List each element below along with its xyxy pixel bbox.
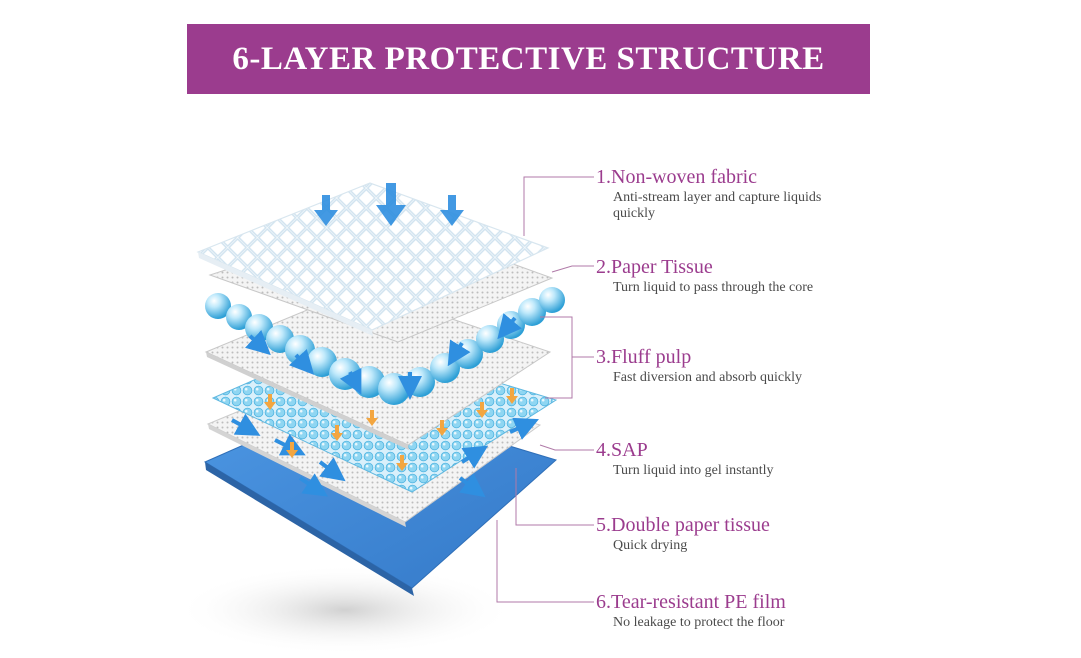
layer-label-5: 5.Double paper tissue Quick drying — [596, 514, 843, 554]
layer-label-4: 4.SAP Turn liquid into gel instantly — [596, 439, 843, 479]
downflow-arrows — [314, 183, 464, 226]
ground-shadow — [175, 565, 515, 655]
connector-lines — [496, 176, 594, 603]
layer-title: 4.SAP — [596, 439, 648, 461]
layer-label-1: 1.Non-woven fabric Anti-stream layer and… — [596, 166, 843, 222]
layer-title: 6.Tear-resistant PE film — [596, 591, 786, 613]
layer-label-3: 3.Fluff pulp Fast diversion and absorb q… — [596, 346, 843, 386]
layer-description: Quick drying — [613, 538, 688, 553]
title-banner: 6-LAYER PROTECTIVE STRUCTURE — [187, 24, 870, 94]
layer-label-6: 6.Tear-resistant PE film No leakage to p… — [596, 591, 843, 631]
layer-title: 3.Fluff pulp — [596, 346, 692, 368]
layer-description: Turn liquid to pass through the core — [613, 280, 814, 295]
layer-description: Fast diversion and absorb quickly — [613, 370, 802, 385]
layer-title: 5.Double paper tissue — [596, 514, 770, 536]
flow-arrows-orange — [264, 388, 518, 471]
layer-description: No leakage to protect the floor — [613, 615, 785, 630]
layer-description: Anti-stream layer and capture liquids qu… — [613, 190, 822, 221]
layer-label-2: 2.Paper Tissue Turn liquid to pass throu… — [596, 256, 843, 296]
layer-title: 2.Paper Tissue — [596, 256, 713, 278]
layer-description: Turn liquid into gel instantly — [613, 463, 774, 478]
banner-title: 6-LAYER PROTECTIVE STRUCTURE — [232, 40, 825, 77]
non-woven-layer — [196, 182, 550, 331]
layer-title: 1.Non-woven fabric — [596, 166, 758, 188]
